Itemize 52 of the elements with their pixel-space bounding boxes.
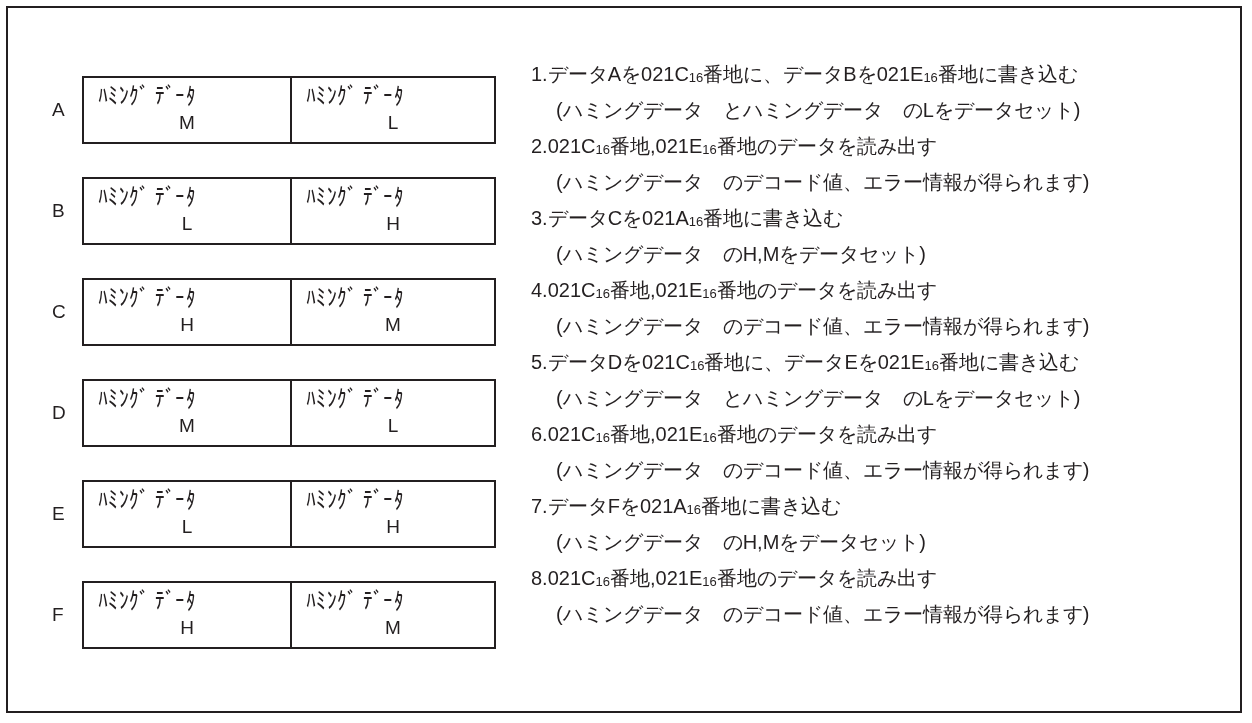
step-text: (ハミングデータ のデコード値、エラー情報が得られます) <box>556 602 1090 626</box>
cell-title: ﾊﾐﾝｸﾞ ﾃﾞｰﾀ <box>98 385 197 413</box>
step-text: 3.データCを021A$_{16}$番地に書き込む <box>531 206 844 231</box>
step-text: (ハミングデータ とハミングデータ のLをデータセット) <box>556 98 1081 122</box>
cell-part: L <box>180 213 194 235</box>
row-label: D <box>52 402 66 424</box>
step-text: (ハミングデータ のH,Mをデータセット) <box>556 242 926 266</box>
data-row-box <box>82 379 496 447</box>
data-row-box <box>82 278 496 346</box>
cell-part: L <box>386 112 400 134</box>
data-row-box <box>82 177 496 245</box>
step-text: 4.021C$_{16}$番地,021E$_{16}$番地のデータを読み出す <box>531 278 937 303</box>
cell-title: ﾊﾐﾝｸﾞ ﾃﾞｰﾀ <box>306 82 405 110</box>
cell-part: M <box>178 112 196 134</box>
step-text: (ハミングデータ とハミングデータ のLをデータセット) <box>556 386 1081 410</box>
cell-part: H <box>385 516 401 538</box>
cell-title: ﾊﾐﾝｸﾞ ﾃﾞｰﾀ <box>98 587 197 615</box>
cell-title: ﾊﾐﾝｸﾞ ﾃﾞｰﾀ <box>306 587 405 615</box>
cell-part: L <box>386 415 400 437</box>
cell-part: H <box>385 213 401 235</box>
step-text: 1.データAを021C$_{16}$番地に、データBを021E$_{16}$番地に書き込む <box>531 62 1078 87</box>
cell-part: M <box>384 314 402 336</box>
cell-title: ﾊﾐﾝｸﾞ ﾃﾞｰﾀ <box>306 183 405 211</box>
row-label: B <box>52 200 65 222</box>
step-text: (ハミングデータ のデコード値、エラー情報が得られます) <box>556 170 1090 194</box>
data-row-box <box>82 581 496 649</box>
cell-title: ﾊﾐﾝｸﾞ ﾃﾞｰﾀ <box>306 385 405 413</box>
step-text: 2.021C$_{16}$番地,021E$_{16}$番地のデータを読み出す <box>531 134 937 159</box>
cell-part: M <box>178 415 196 437</box>
cell-part: H <box>179 314 195 336</box>
step-text: 8.021C$_{16}$番地,021E$_{16}$番地のデータを読み出す <box>531 566 937 591</box>
cell-title: ﾊﾐﾝｸﾞ ﾃﾞｰﾀ <box>98 284 197 312</box>
cell-title: ﾊﾐﾝｸﾞ ﾃﾞｰﾀ <box>98 486 197 514</box>
step-text: (ハミングデータ のデコード値、エラー情報が得られます) <box>556 458 1090 482</box>
row-label: C <box>52 301 66 323</box>
step-text: 6.021C$_{16}$番地,021E$_{16}$番地のデータを読み出す <box>531 422 937 447</box>
data-row-box <box>82 76 496 144</box>
cell-title: ﾊﾐﾝｸﾞ ﾃﾞｰﾀ <box>306 486 405 514</box>
step-text: (ハミングデータ のH,Mをデータセット) <box>556 530 926 554</box>
cell-part: H <box>179 617 195 639</box>
row-label: F <box>52 604 64 626</box>
data-row-box <box>82 480 496 548</box>
cell-part: M <box>384 617 402 639</box>
cell-title: ﾊﾐﾝｸﾞ ﾃﾞｰﾀ <box>98 82 197 110</box>
row-label: A <box>52 99 65 121</box>
step-text: 7.データFを021A$_{16}$番地に書き込む <box>531 494 842 519</box>
cell-part: L <box>180 516 194 538</box>
row-label: E <box>52 503 65 525</box>
cell-title: ﾊﾐﾝｸﾞ ﾃﾞｰﾀ <box>98 183 197 211</box>
cell-title: ﾊﾐﾝｸﾞ ﾃﾞｰﾀ <box>306 284 405 312</box>
step-text: (ハミングデータ のデコード値、エラー情報が得られます) <box>556 314 1090 338</box>
step-text: 5.データDを021C$_{16}$番地に、データEを021E$_{16}$番地に書き込む <box>531 350 1079 375</box>
